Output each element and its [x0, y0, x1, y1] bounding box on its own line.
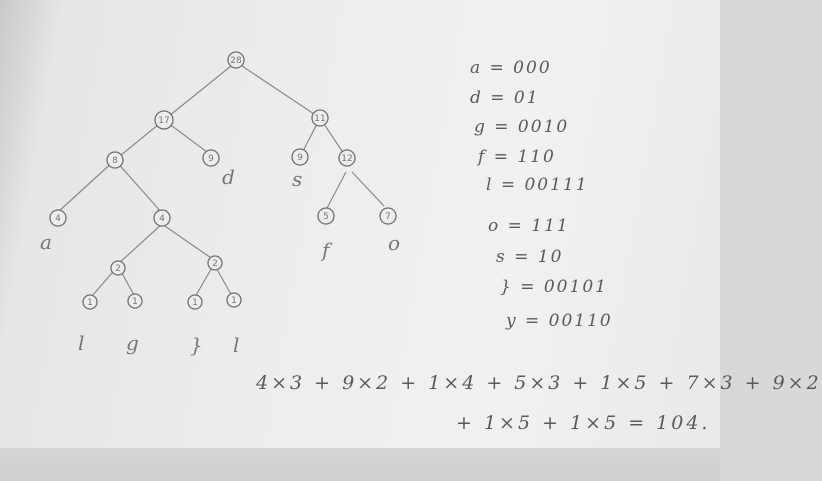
- node-4-a: [49, 209, 67, 227]
- weight-5-f: 5: [323, 212, 329, 222]
- leaf-labels: d s a f o l g } l: [40, 165, 400, 357]
- label-l: l: [233, 333, 239, 357]
- weight-leaf-g: 1: [132, 297, 138, 307]
- leaf-node-brace: [187, 294, 203, 310]
- weight-root: 28: [230, 56, 242, 66]
- weight-leaf-l: 1: [231, 296, 237, 306]
- node-root: [227, 51, 245, 69]
- weight-2: 2: [115, 264, 121, 274]
- weight-7-o: 7: [385, 212, 391, 222]
- code-brace: } = 00101: [500, 277, 608, 297]
- weight-leaf-1: 1: [87, 298, 93, 308]
- node-12: [338, 149, 356, 167]
- weight-leaf-brace: 1: [192, 298, 198, 308]
- weight-9-d: 9: [208, 154, 214, 164]
- code-1: l = 00111: [486, 175, 589, 195]
- tree-edges: [57, 61, 385, 298]
- code-s: s = 10: [496, 247, 564, 267]
- formula-line-2: + 1×5 + 1×5 = 104.: [456, 412, 711, 434]
- weight-4-a: 4: [55, 214, 61, 224]
- node-weights: 28 17 11 8 9 9 12 4 4 5 7 2 2 1 1 1 1: [55, 56, 391, 308]
- leaf-node-l: [226, 292, 242, 308]
- weight-8: 8: [112, 156, 118, 166]
- code-o: o = 111: [488, 216, 570, 236]
- label-d: d: [222, 165, 235, 189]
- node-2: [110, 260, 126, 276]
- weight-4: 4: [159, 214, 165, 224]
- node-2b: [207, 255, 223, 271]
- leaf-node-1: [82, 294, 98, 310]
- code-a: a = 000: [470, 58, 552, 78]
- code-d: d = 01: [470, 88, 540, 108]
- weight-9-s: 9: [297, 153, 303, 163]
- label-g: g: [126, 331, 139, 355]
- node-8: [106, 151, 124, 169]
- tree-nodes: [49, 51, 397, 310]
- node-11: [311, 109, 329, 127]
- code-f: f = 110: [478, 147, 556, 167]
- node-9-d: [202, 149, 220, 167]
- weight-12: 12: [341, 154, 352, 164]
- label-a: a: [40, 230, 52, 254]
- formula-line-1: 4×3 + 9×2 + 1×4 + 5×3 + 1×5 + 7×3 + 9×2: [256, 372, 822, 394]
- desk-surface: [0, 448, 720, 481]
- weight-11: 11: [314, 114, 325, 124]
- weight-17: 17: [158, 116, 169, 126]
- label-f: f: [320, 238, 333, 262]
- code-g: g = 0010: [474, 117, 570, 137]
- node-5-f: [317, 207, 335, 225]
- huffman-tree-drawing: 28 17 11 8 9 9 12 4 4 5 7 2 2 1 1 1 1 d …: [40, 51, 400, 357]
- node-7-o: [379, 207, 397, 225]
- leaf-node-g: [127, 293, 143, 309]
- node-9-s: [291, 148, 309, 166]
- weight-2b: 2: [212, 259, 218, 269]
- code-y: y = 00110: [506, 311, 613, 331]
- node-17: [154, 110, 174, 130]
- label-s: s: [292, 167, 302, 191]
- label-brace: }: [190, 333, 203, 357]
- node-4: [153, 209, 171, 227]
- label-o: o: [388, 231, 400, 255]
- label-leaf-1: l: [78, 331, 84, 355]
